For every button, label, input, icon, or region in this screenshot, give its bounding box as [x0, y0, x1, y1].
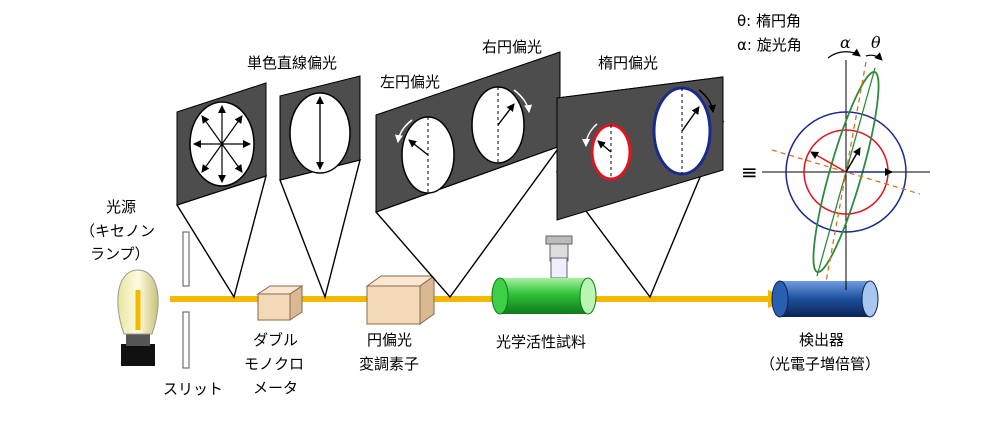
panel-unpolarized — [175, 82, 268, 299]
ellipse-diagram — [762, 48, 930, 290]
alpha-symbol: α — [840, 33, 851, 52]
slit-label: スリット — [163, 380, 223, 398]
monochromator-box — [256, 285, 304, 321]
detector-label-1: 検出器 — [799, 331, 844, 349]
text-labels: 光源 （キセノン ランプ） スリット ダブル モノクロ メータ 円偏光 変調素子… — [80, 12, 881, 398]
equivalence-symbol: ≡ — [741, 160, 758, 184]
panel-circular — [374, 51, 562, 299]
panel-linear — [279, 75, 361, 300]
light-source-label-3: ランプ） — [90, 245, 150, 263]
xenon-lamp — [117, 269, 159, 366]
elliptical-label: 楕円偏光 — [598, 54, 658, 72]
theta-symbol: θ — [871, 33, 881, 52]
right-circular-label: 右円偏光 — [482, 38, 542, 56]
monochromatic-linear-label: 単色直線偏光 — [247, 54, 337, 72]
modulator-label-2: 変調素子 — [359, 355, 419, 373]
sample-label: 光学活性試料 — [496, 333, 586, 351]
detector-label-2: （光電子増倍管） — [760, 355, 880, 373]
modulator-box — [365, 275, 436, 325]
light-source-label-1: 光源 — [106, 198, 136, 216]
sample-cell — [491, 235, 597, 315]
monochromator-label-2: モノクロ — [244, 355, 304, 373]
legend-theta: θ: 楕円角 — [737, 12, 801, 30]
left-circular-label: 左円偏光 — [380, 73, 440, 91]
modulator-label-1: 円偏光 — [367, 331, 412, 349]
monochromator-label-1: ダブル — [253, 331, 298, 349]
legend-alpha: α: 旋光角 — [737, 36, 802, 54]
monochromator-label-3: メータ — [253, 379, 298, 397]
panel-elliptical — [555, 76, 725, 299]
detector-tube — [771, 280, 879, 318]
light-source-label-2: （キセノン — [80, 222, 155, 240]
slit — [182, 231, 190, 369]
